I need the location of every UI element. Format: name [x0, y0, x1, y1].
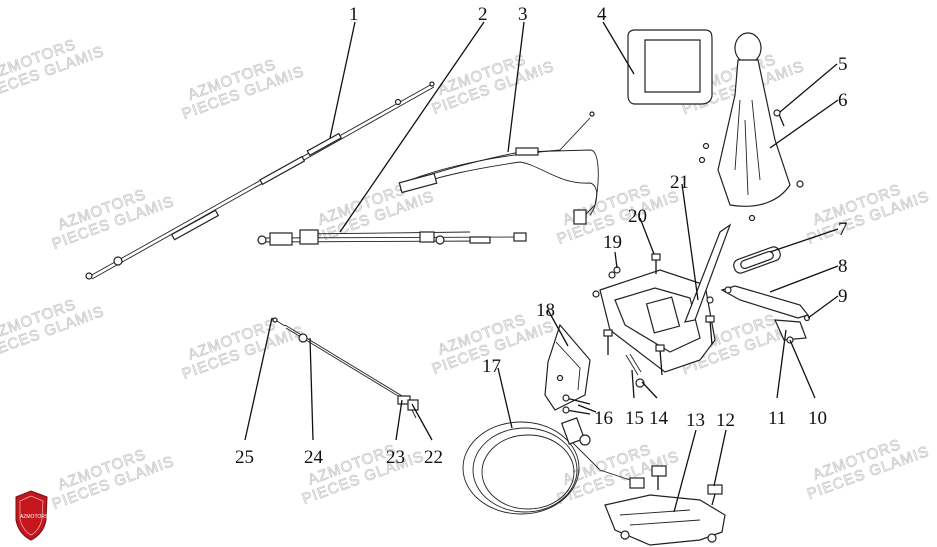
part-17-coiled-cable [462, 417, 645, 515]
watermark: AZMOTORS PIECES GLAMIS [49, 446, 177, 514]
watermark: AZMOTORS PIECES GLAMIS [299, 441, 427, 509]
label-18: 18 [536, 300, 555, 321]
label-13: 13 [686, 410, 705, 431]
label-21: 21 [670, 172, 689, 193]
watermark: AZMOTORS PIECES GLAMIS [49, 186, 177, 254]
part-4-gasket [627, 29, 713, 105]
part-2-cable-bundle [257, 229, 527, 246]
label-3: 3 [518, 4, 528, 25]
label-4: 4 [597, 4, 607, 25]
part-25-clip [271, 317, 286, 327]
part-20-bolt [651, 253, 661, 274]
part-21-shifter-assembly [592, 223, 732, 373]
label-7: 7 [838, 219, 848, 240]
part-13-pedal-bracket [604, 465, 726, 546]
label-22: 22 [424, 447, 443, 468]
watermark: AZMOTORS PIECES GLAMIS [179, 56, 307, 124]
part-18-bracket [544, 323, 591, 411]
label-25: 25 [235, 447, 254, 468]
part-14-washer [635, 378, 645, 388]
watermark: AZMOTORS PIECES GLAMIS [179, 316, 307, 384]
shifter-bolts [603, 315, 715, 376]
label-1: 1 [349, 4, 359, 25]
label-10: 10 [808, 408, 827, 429]
logo-text: AZMOTORS [20, 514, 49, 520]
azmotors-logo: AZMOTORS [15, 490, 49, 541]
label-2: 2 [478, 4, 488, 25]
part-24-rod [284, 324, 414, 406]
watermark: AZMOTORS PIECES GLAMIS [0, 36, 107, 104]
label-8: 8 [838, 256, 848, 277]
part-number-labels: 1 2 3 4 5 6 7 8 9 10 11 12 13 14 15 16 1… [235, 4, 848, 468]
watermarks: AZMOTORS PIECES GLAMIS AZMOTORS PIECES G… [0, 36, 932, 514]
watermark: AZMOTORS PIECES GLAMIS [0, 296, 107, 364]
label-19: 19 [603, 232, 622, 253]
part-5-screw [773, 109, 785, 127]
shield-icon [15, 490, 48, 541]
label-14: 14 [649, 408, 669, 429]
part-16-bolts [562, 394, 591, 415]
label-17: 17 [482, 356, 501, 377]
label-20: 20 [628, 206, 647, 227]
part-6-shift-boot [698, 32, 804, 222]
label-6: 6 [838, 90, 848, 111]
part-9-clip [803, 314, 811, 322]
part-15-pin [625, 353, 642, 376]
label-23: 23 [386, 447, 405, 468]
part-1-cable [85, 81, 435, 280]
label-15: 15 [625, 408, 644, 429]
label-24: 24 [304, 447, 324, 468]
leader-lines [244, 21, 839, 513]
label-16: 16 [594, 408, 613, 429]
part-7-small-gasket [733, 246, 781, 274]
label-12: 12 [716, 410, 735, 431]
label-5: 5 [838, 54, 848, 75]
watermark: AZMOTORS PIECES GLAMIS [804, 436, 932, 504]
part-12-bolt [707, 484, 723, 506]
watermark: AZMOTORS PIECES GLAMIS [804, 181, 932, 249]
label-11: 11 [768, 408, 786, 429]
part-3-cable-pair [398, 111, 599, 225]
part-8-lever [720, 285, 810, 319]
label-9: 9 [838, 286, 848, 307]
